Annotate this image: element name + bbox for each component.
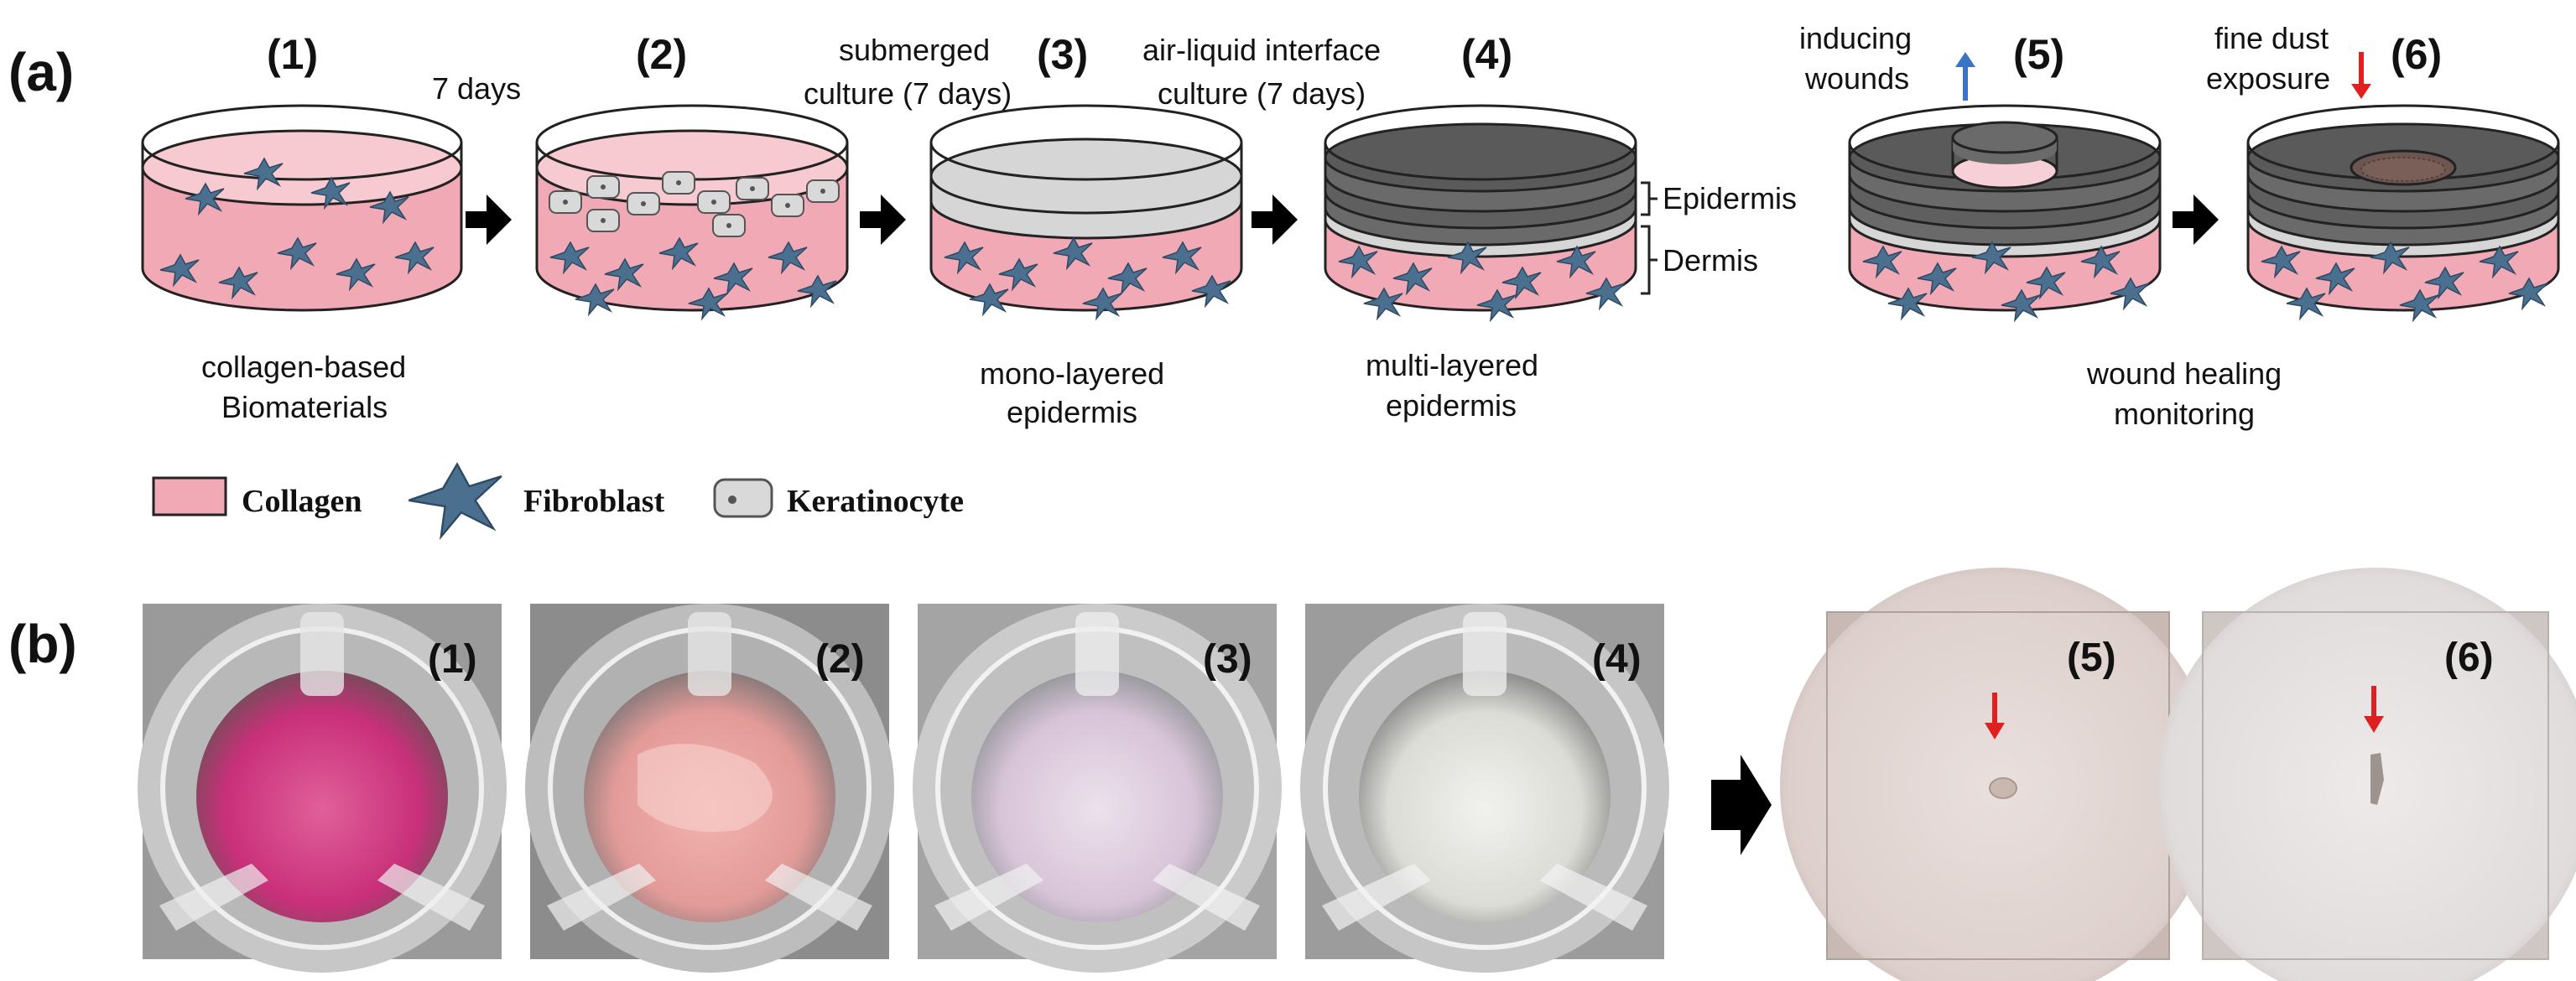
up-arrow-icon bbox=[1955, 52, 1975, 101]
down-arrow-icon bbox=[2351, 52, 2371, 99]
ali-annotation-line2: culture (7 days) bbox=[1158, 76, 1366, 111]
caption-4-line1: multi-layered bbox=[1366, 348, 1538, 382]
legend-collagen-label: Collagen bbox=[242, 484, 362, 519]
step-number-3: (3) bbox=[1037, 31, 1088, 78]
photo-label-2: (2) bbox=[815, 637, 865, 682]
layer-brackets bbox=[1641, 181, 1657, 295]
submerged-annotation-line2: culture (7 days) bbox=[804, 76, 1012, 111]
process-arrow-1 bbox=[466, 195, 512, 245]
photo-5-wound-arrow-icon bbox=[1985, 693, 2005, 740]
panel-b-label: (b) bbox=[8, 614, 77, 674]
process-arrow-4 bbox=[2173, 195, 2219, 245]
caption-4-line2: epidermis bbox=[1386, 388, 1517, 423]
process-arrow-2 bbox=[860, 195, 906, 245]
photo-6 bbox=[2157, 568, 2576, 981]
caption-3-line1: mono-layered bbox=[980, 356, 1164, 391]
photo-label-6: (6) bbox=[2444, 636, 2494, 680]
dish-3-mono-layer bbox=[929, 104, 1243, 319]
process-arrow-b bbox=[1711, 755, 1772, 855]
seven-days-annotation: 7 days bbox=[432, 71, 521, 106]
caption-1-line2: Biomaterials bbox=[221, 390, 388, 424]
dish-6-dust bbox=[2246, 104, 2560, 321]
photo-2 bbox=[525, 604, 894, 973]
dish-2-keratinocyte-seeding bbox=[535, 104, 849, 319]
dish-1-collagen-fibroblast bbox=[141, 104, 463, 312]
inducing-annotation-line1: inducing bbox=[1799, 21, 1912, 55]
legend-keratinocyte-icon bbox=[713, 478, 773, 518]
inducing-annotation-line2: wounds bbox=[1804, 61, 1909, 96]
photo-5 bbox=[1780, 568, 2216, 981]
monitoring-line1: wound healing bbox=[2086, 356, 2282, 391]
step-number-6: (6) bbox=[2391, 31, 2442, 78]
photo-3 bbox=[913, 604, 1282, 973]
step-number-1: (1) bbox=[267, 31, 318, 78]
legend-collagen-swatch bbox=[152, 476, 227, 516]
step-number-2: (2) bbox=[636, 31, 687, 78]
dish-4-multi-layer bbox=[1324, 104, 1637, 321]
dust-annotation-line2: exposure bbox=[2206, 61, 2330, 96]
photo-label-4: (4) bbox=[1592, 637, 1642, 682]
photo-label-1: (1) bbox=[428, 637, 477, 682]
dermis-label: Dermis bbox=[1663, 243, 1758, 278]
dish-5-wound bbox=[1848, 104, 2162, 321]
legend-fibroblast-label: Fibroblast bbox=[523, 484, 665, 519]
caption-3-line2: epidermis bbox=[1007, 395, 1137, 429]
step-number-4: (4) bbox=[1461, 31, 1512, 78]
legend-keratinocyte-label: Keratinocyte bbox=[787, 484, 964, 519]
legend: Collagen Fibroblast Keratinocyte bbox=[152, 462, 964, 540]
photo-4 bbox=[1300, 604, 1669, 973]
photo-label-3: (3) bbox=[1203, 637, 1252, 682]
dust-annotation-line1: fine dust bbox=[2214, 21, 2329, 55]
panel-a-label: (a) bbox=[8, 42, 74, 102]
step-number-5: (5) bbox=[2013, 31, 2064, 78]
ali-annotation-line1: air-liquid interface bbox=[1142, 33, 1381, 67]
photo-1 bbox=[138, 604, 507, 973]
submerged-annotation-line1: submerged bbox=[839, 33, 990, 67]
epidermis-label: Epidermis bbox=[1663, 181, 1797, 215]
photo-label-5: (5) bbox=[2067, 636, 2116, 680]
photo-6-wound-arrow-icon bbox=[2364, 686, 2384, 733]
monitoring-line2: monitoring bbox=[2114, 397, 2255, 431]
legend-fibroblast-icon bbox=[409, 462, 502, 540]
process-arrow-3 bbox=[1252, 195, 1298, 245]
caption-1-line1: collagen-based bbox=[201, 350, 406, 384]
